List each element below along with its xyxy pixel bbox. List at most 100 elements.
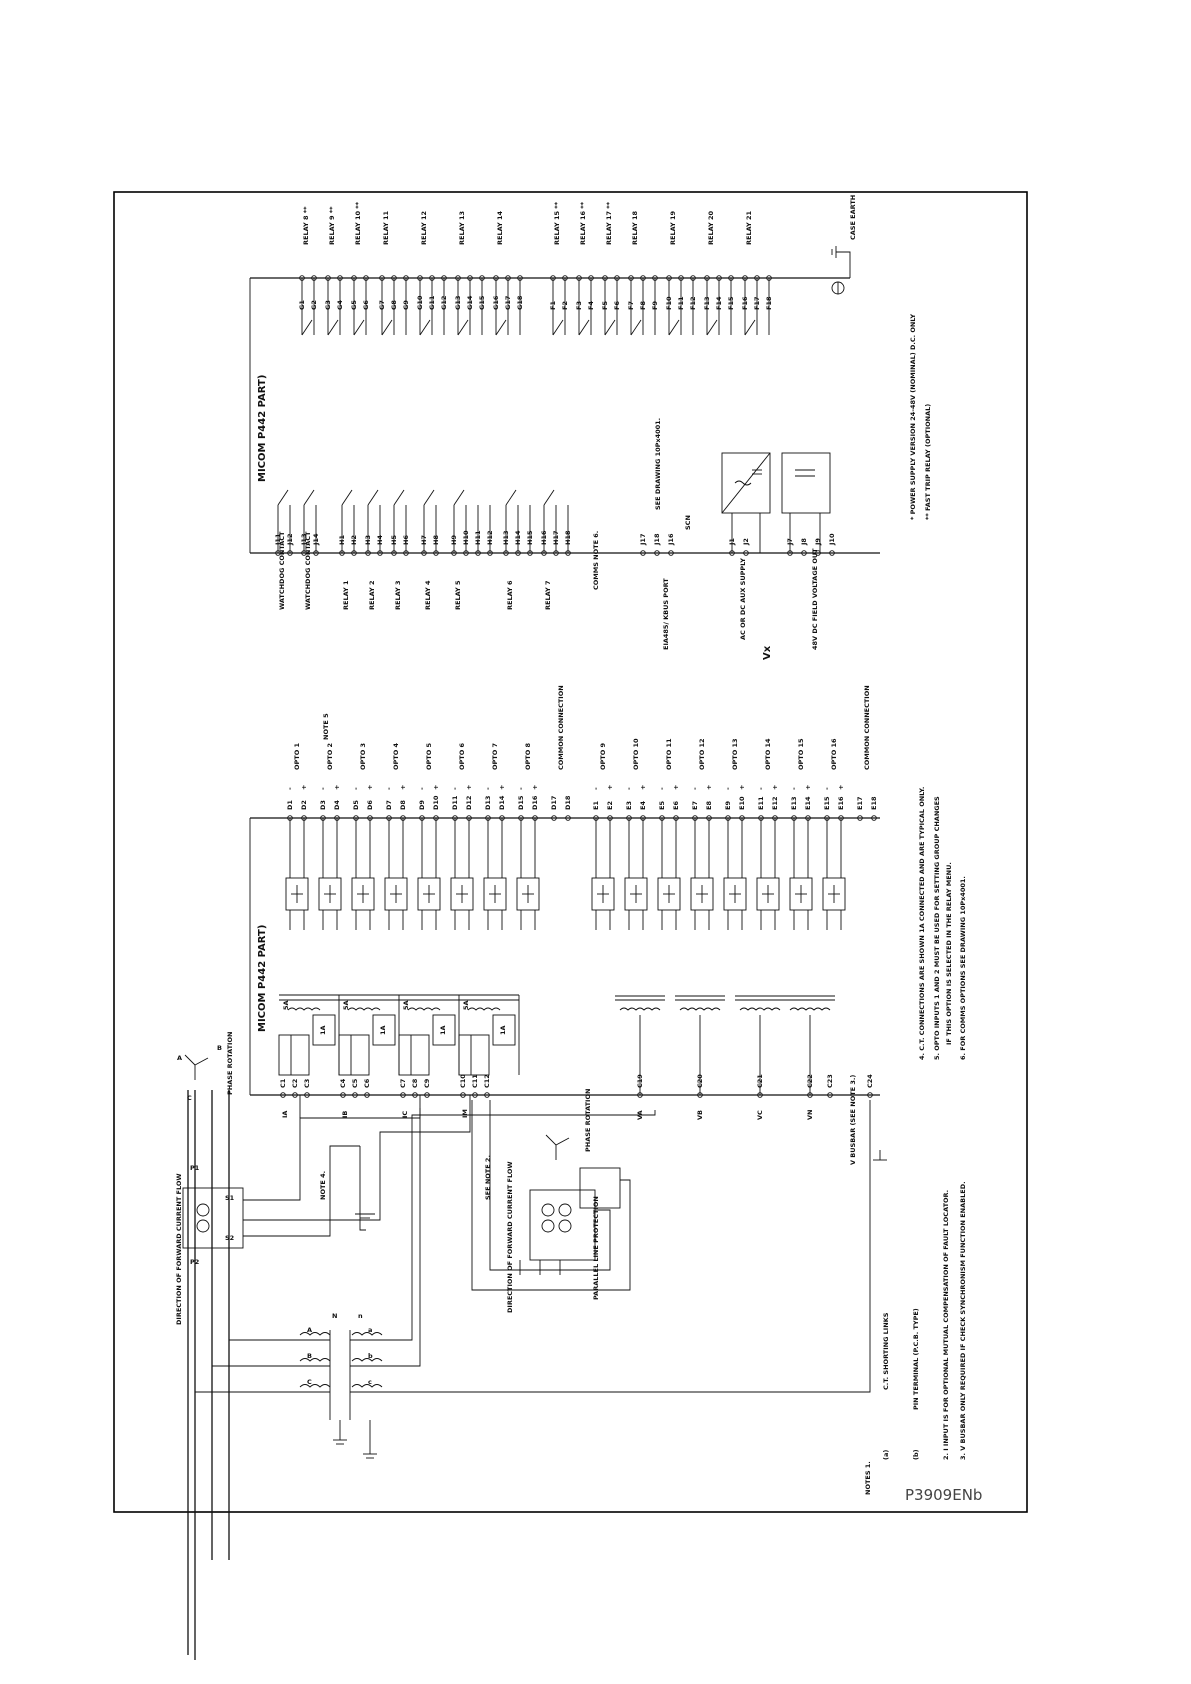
terminal-pin [485,815,491,821]
terminal-pin [292,1092,298,1098]
relay-label: RELAY 7 [544,581,552,611]
terminal-j2: J2 [742,538,750,546]
terminal-j16: J16 [667,533,675,546]
signal-va: VA [636,1110,644,1120]
terminal-d5: D5 [352,800,360,810]
terminal-d13: D13 [484,796,492,810]
terminal-pin [725,815,731,821]
polarity-sign: - [484,787,492,790]
v-busbar-label: V BUSBAR (SEE NOTE 3.) [849,1075,857,1165]
comms-see-drawing: SEE DRAWING 10Px4001. [654,418,662,510]
terminal-e1: E1 [592,801,600,810]
terminal-pin [838,815,844,821]
terminal-c22: C22 [806,1074,814,1088]
terminal-pin [829,550,835,556]
ct-rating-1a: 1A [319,1025,327,1035]
terminal-pin [400,1092,406,1098]
vt-letter: c [368,1378,372,1386]
terminal-c8: C8 [411,1078,419,1088]
relay-label: RELAY 8 ** [302,206,310,245]
polarity-sign: - [691,787,699,790]
polarity-sign: - [319,787,327,790]
comms-note: COMMS NOTE 6. [592,531,600,590]
terminal-pin [673,815,679,821]
polarity-sign: + [333,785,341,790]
terminal-c2: C2 [291,1079,299,1088]
terminal-pin [659,815,665,821]
relay-label: RELAY 18 [631,211,639,245]
polarity-sign: + [399,785,407,790]
relay-label: RELAY 3 [394,581,402,611]
terminal-pin [466,815,472,821]
terminal-pin [484,1092,490,1098]
note-5b: IF THIS OPTION IS SELECTED IN THE RELAY … [945,862,953,1045]
terminal-pin [412,1092,418,1098]
terminal-e8: E8 [705,801,713,810]
note-1b-text: PIN TERMINAL (P.C.B. TYPE) [912,1308,920,1410]
terminal-pin [791,815,797,821]
terminal-c12: C12 [483,1074,491,1088]
terminal-pin [287,815,293,821]
terminal-c20: C20 [696,1074,704,1088]
terminal-e14: E14 [804,796,812,810]
terminal-pin [433,815,439,821]
polarity-sign: + [705,785,713,790]
terminal-c4: C4 [339,1078,347,1088]
note-4-label: NOTE 4. [319,1171,327,1200]
terminal-pin [301,815,307,821]
opto-input: D9-D10+OPTO 5 [417,742,441,930]
terminal-pin [304,1092,310,1098]
vt-block [615,995,665,1095]
terminal-pin [827,1092,833,1098]
terminal-c6: C6 [363,1078,371,1088]
polarity-sign: - [517,787,525,790]
note-5a: 5. OPTO INPUTS 1 AND 2 MUST BE USED FOR … [933,796,941,1060]
terminal-pin [697,1092,703,1098]
opto-label: OPTO 3 [359,743,367,770]
terminal-j17: J17 [639,534,647,546]
opto-input: D15-D16+OPTO 8 [516,742,540,930]
opto-label: OPTO 15 [797,738,805,770]
relay-label: RELAY 19 [669,211,677,245]
polarity-sign: + [498,785,506,790]
terminal-c3: C3 [303,1079,311,1088]
opto-input: E13-E14+OPTO 15 [789,738,813,930]
drawing-frame [113,191,1028,1513]
opto-input: E11-E12+OPTO 14 [756,738,780,930]
terminal-e11: E11 [757,796,765,810]
polarity-sign: + [837,785,845,790]
opto-input: E3-E4+OPTO 10 [624,738,648,930]
note-5-label: NOTE 5 [322,713,330,740]
terminal-pin [386,815,392,821]
opto-input: E9-E10+OPTO 13 [723,738,747,930]
opto-label: OPTO 4 [392,742,400,770]
terminal-pin [815,550,821,556]
opto-input: E7-E8+OPTO 12 [690,738,714,930]
comms-scn: SCN [684,515,692,530]
terminal-pin [340,1092,346,1098]
terminal-d9: D9 [418,800,426,810]
relay-label: RELAY 14 [496,211,504,245]
terminal-j9: J9 [814,538,822,546]
relay-label: WATCHDOG CONTACT [278,531,286,610]
note-4: 4. C.T. CONNECTIONS ARE SHOWN 1A CONNECT… [918,787,926,1060]
polarity-sign: - [658,787,666,790]
note-1a: (a) [882,1450,890,1460]
terminal-j8: J8 [800,538,808,546]
polarity-sign: - [352,787,360,790]
vt-letter: C [307,1378,312,1386]
terminal-pin [518,815,524,821]
opto-label: OPTO 10 [632,738,640,770]
